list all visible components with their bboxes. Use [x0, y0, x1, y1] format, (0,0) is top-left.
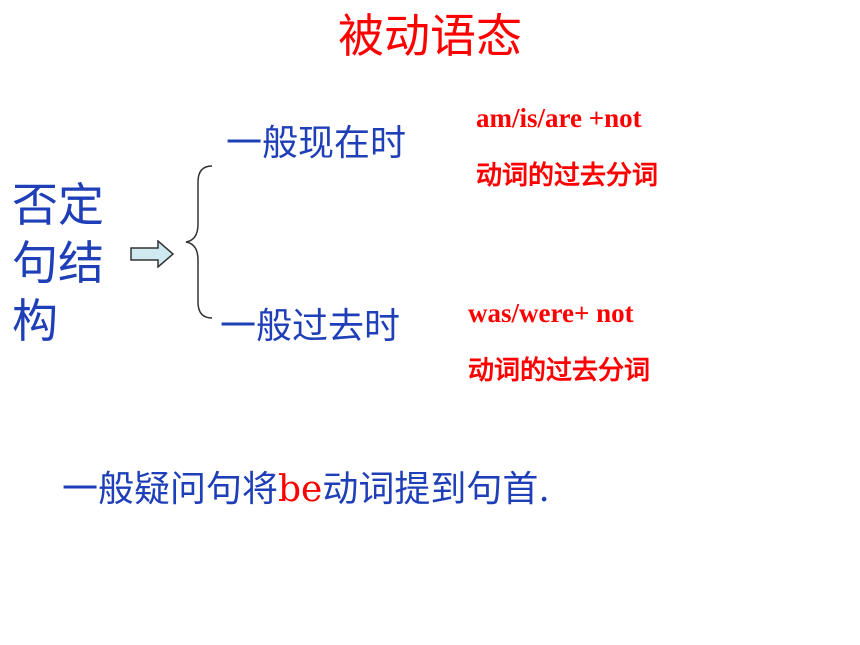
side-label: 否定 句结 构: [12, 176, 104, 350]
past-negative-form: was/were+ not: [468, 298, 634, 328]
past-participle-note: 动词的过去分词: [468, 356, 651, 386]
side-label-line-1: 否定: [12, 178, 104, 232]
question-rule-note: 一般疑问句将be动词提到句首.: [62, 466, 550, 514]
left-brace-icon: [185, 165, 213, 319]
present-tense-label: 一般现在时: [226, 123, 407, 164]
slide-title: 被动语态: [338, 9, 522, 63]
note-text-before: 一般疑问句将: [62, 469, 279, 510]
present-negative-form: am/is/are +not: [476, 103, 642, 133]
side-label-line-2: 句结: [12, 236, 104, 290]
right-arrow-icon: [130, 240, 174, 268]
past-tense-label: 一般过去时: [220, 306, 401, 347]
note-highlight-be: be: [278, 469, 323, 510]
present-participle-note: 动词的过去分词: [476, 161, 659, 191]
side-label-line-3: 构: [12, 294, 58, 348]
note-text-after: 动词提到句首.: [322, 469, 550, 510]
